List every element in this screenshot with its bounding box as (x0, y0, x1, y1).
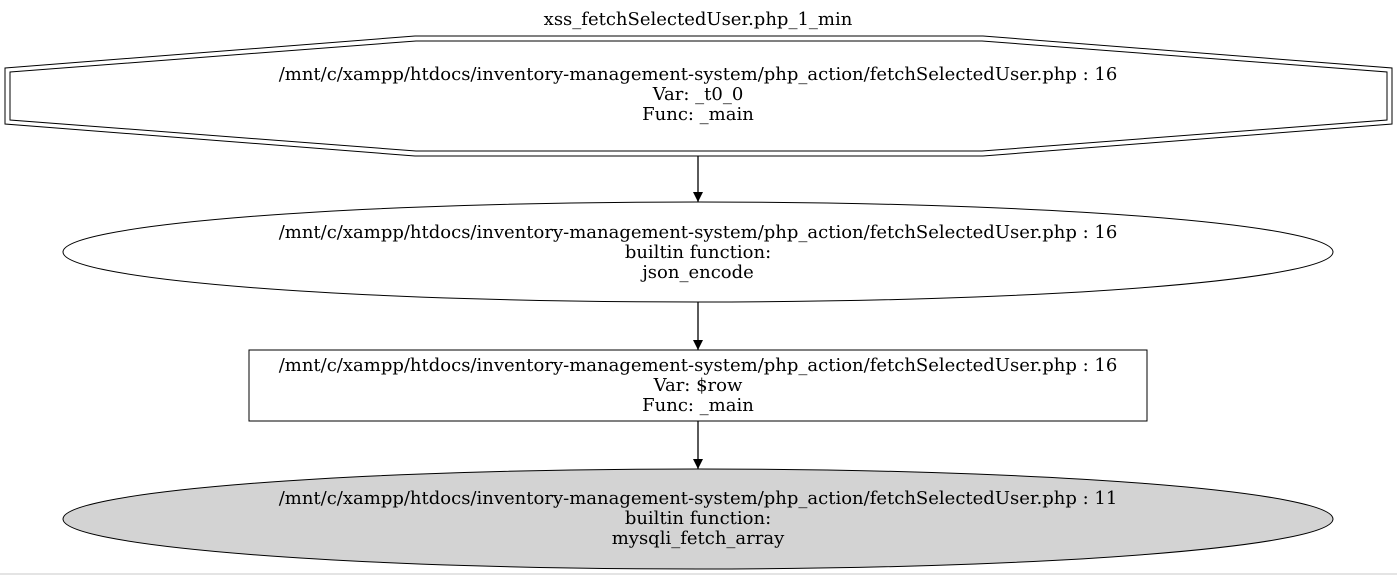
node-n1-func-label: Func: _main (642, 104, 754, 125)
node-n3-shape (248, 349, 1148, 422)
node-n3-var-label: Var: $row (653, 375, 743, 396)
node-n1-inner-border (9, 40, 1388, 152)
node-n4-kind-label: builtin function: (625, 508, 771, 529)
graph-title: xss_fetchSelectedUser.php_1_min (544, 9, 853, 30)
node-n4-shape (62, 468, 1334, 570)
node-n3[interactable]: /mnt/c/xampp/htdocs/inventory-management… (248, 349, 1148, 422)
node-n4-path-label: /mnt/c/xampp/htdocs/inventory-management… (279, 488, 1118, 509)
node-n1-outer-border (4, 35, 1393, 157)
node-n2-path-label: /mnt/c/xampp/htdocs/inventory-management… (279, 222, 1118, 243)
node-n2[interactable]: /mnt/c/xampp/htdocs/inventory-management… (62, 201, 1334, 303)
node-n4-function-label: mysqli_fetch_array (612, 528, 785, 549)
node-n3-path-label: /mnt/c/xampp/htdocs/inventory-management… (279, 355, 1118, 376)
node-n1-path-label: /mnt/c/xampp/htdocs/inventory-management… (279, 64, 1118, 85)
node-n1[interactable]: /mnt/c/xampp/htdocs/inventory-management… (4, 35, 1393, 157)
node-n2-kind-label: builtin function: (625, 242, 771, 263)
node-n3-func-label: Func: _main (642, 395, 754, 416)
node-n1-var-label: Var: _t0_0 (652, 84, 744, 105)
node-n4[interactable]: /mnt/c/xampp/htdocs/inventory-management… (62, 468, 1334, 570)
node-n2-function-label: json_encode (640, 262, 754, 283)
